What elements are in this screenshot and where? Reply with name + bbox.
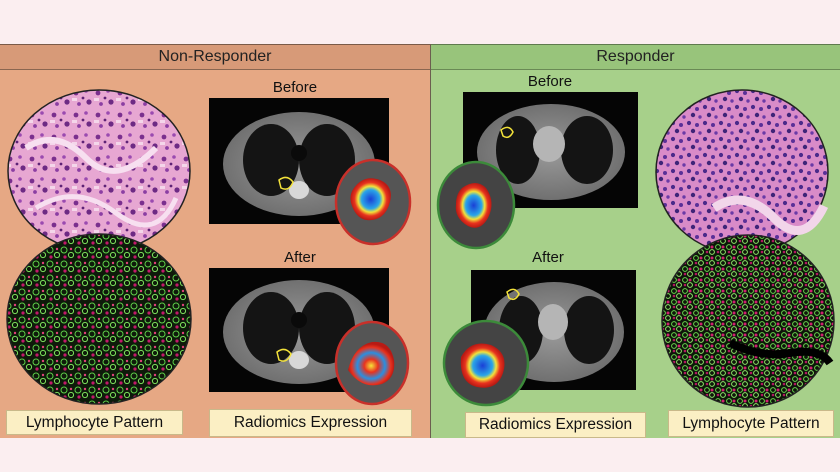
nr-radiomics-expression-label: Radiomics Expression (209, 409, 412, 437)
nr-lymphocyte-pattern-label: Lymphocyte Pattern (6, 410, 183, 435)
nr-histology-image (7, 89, 191, 253)
nr-before-radiomics-map (334, 158, 412, 246)
nr-lymphocyte-image (6, 233, 192, 405)
r-lymphocyte-image (661, 234, 835, 408)
nr-after-radiomics-map (334, 320, 410, 406)
r-histology-image (655, 89, 829, 255)
r-after-radiomics-map (442, 319, 530, 407)
r-before-ct-scan (463, 92, 638, 208)
nr-after-label: After (284, 249, 316, 266)
responder-title: Responder (431, 45, 840, 70)
nr-before-label: Before (272, 79, 318, 96)
r-after-label: After (532, 249, 564, 266)
r-before-radiomics-map (436, 160, 516, 250)
r-radiomics-expression-label: Radiomics Expression (465, 412, 646, 438)
r-before-label: Before (527, 73, 573, 90)
r-lymphocyte-pattern-label: Lymphocyte Pattern (668, 410, 834, 437)
non-responder-title: Non-Responder (0, 45, 430, 70)
